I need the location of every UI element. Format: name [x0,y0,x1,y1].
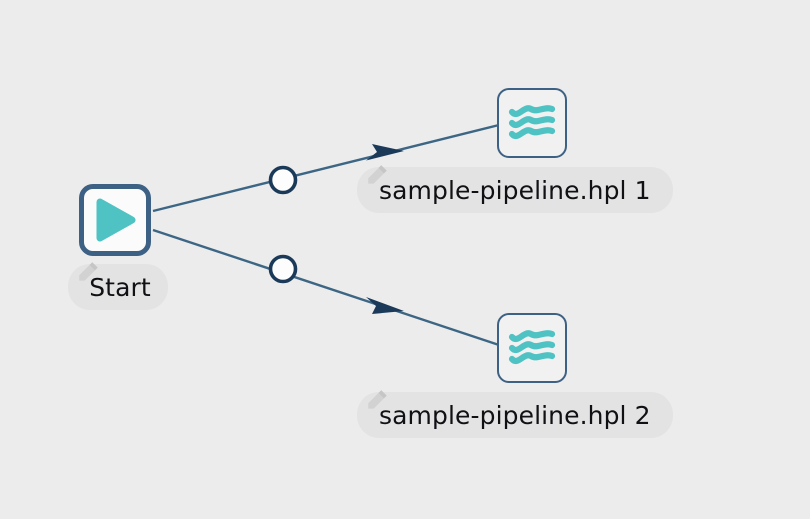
hop-start-to-pipeline-2[interactable] [152,228,500,347]
pipeline-waves-icon [508,330,556,365]
hop-line[interactable] [152,228,500,347]
pipeline-node-1-label-pill[interactable]: sample-pipeline.hpl 1 [357,165,673,213]
pipeline-node-2-label-pill[interactable]: sample-pipeline.hpl 2 [357,390,673,438]
pipeline-node-2[interactable] [497,313,567,383]
arrow-head-icon [366,297,404,314]
start-node[interactable] [79,184,151,256]
pipeline-node-2-label: sample-pipeline.hpl 2 [379,400,651,430]
pipeline-node-1-label: sample-pipeline.hpl 1 [379,175,651,205]
pipeline-waves-icon [508,105,556,140]
start-node-label-pill[interactable]: Start [68,262,168,310]
play-triangle-icon [96,198,136,242]
hop-circle-icon[interactable] [268,165,298,195]
start-node-label: Start [89,272,151,302]
pipeline-node-1[interactable] [497,88,567,158]
arrow-head-icon [366,144,404,161]
hop-circle-icon[interactable] [268,254,298,284]
